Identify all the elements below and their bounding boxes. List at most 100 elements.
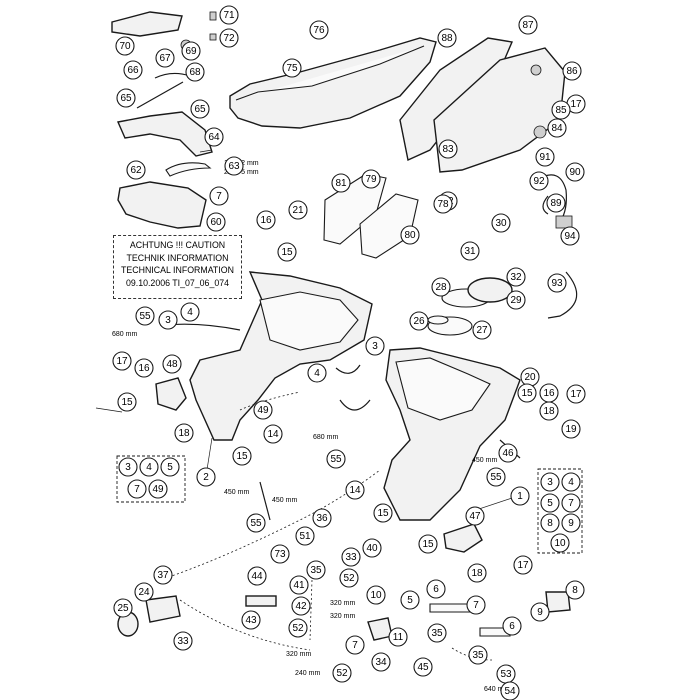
callout-circle bbox=[116, 88, 136, 108]
callout-circle bbox=[530, 602, 550, 622]
cable-89 bbox=[542, 195, 549, 215]
callout-c15c: 15 bbox=[232, 446, 252, 466]
callout-c1: 1 bbox=[510, 486, 530, 506]
callout-number: 35 bbox=[472, 650, 484, 661]
callout-number: 92 bbox=[533, 176, 545, 187]
callout-circle bbox=[513, 555, 533, 575]
callout-number: 83 bbox=[442, 144, 454, 155]
callout-number: 71 bbox=[223, 10, 235, 21]
callout-c53: 53 bbox=[496, 664, 516, 684]
callout-circle bbox=[270, 544, 290, 564]
callout-c76: 76 bbox=[309, 20, 329, 40]
callout-number: 79 bbox=[365, 174, 377, 185]
callout-number: 32 bbox=[510, 272, 522, 283]
callout-c86: 86 bbox=[562, 61, 582, 81]
callout-number: 34 bbox=[375, 657, 387, 668]
callout-number: 89 bbox=[550, 198, 562, 209]
callout-circle bbox=[180, 302, 200, 322]
callout-c2: 2 bbox=[196, 467, 216, 487]
callout-circle bbox=[546, 193, 566, 213]
callout-circle bbox=[500, 681, 520, 700]
callout-c55b: 55 bbox=[326, 449, 346, 469]
callout-c48: 48 bbox=[162, 354, 182, 374]
callout-circle bbox=[547, 118, 567, 138]
switch-43 bbox=[245, 595, 277, 607]
callout-circle bbox=[467, 563, 487, 583]
callout-c67: 67 bbox=[155, 48, 175, 68]
callout-c7c: 7 bbox=[345, 635, 365, 655]
callout-circle bbox=[540, 513, 560, 533]
pump-29 bbox=[467, 277, 513, 303]
callout-circle bbox=[365, 336, 385, 356]
cable-93 bbox=[547, 271, 578, 319]
callout-c43: 43 bbox=[241, 610, 261, 630]
caution-note: ACHTUNG !!! CAUTION TECHNIK INFORMATION … bbox=[113, 235, 242, 299]
callout-c14a: 14 bbox=[263, 424, 283, 444]
callout-circle bbox=[427, 623, 447, 643]
meas-320-a: 320 mm bbox=[330, 600, 355, 607]
part-housing-62 bbox=[117, 181, 207, 229]
callout-circle bbox=[491, 213, 511, 233]
callout-c15b: 15 bbox=[117, 392, 137, 412]
grommet-84 bbox=[533, 125, 547, 139]
callout-circle bbox=[518, 15, 538, 35]
callout-c14b: 14 bbox=[345, 480, 365, 500]
callout-c15e: 15 bbox=[373, 503, 393, 523]
callout-number: 17 bbox=[517, 560, 529, 571]
callout-circle bbox=[115, 36, 135, 56]
meas-680-left: 680 mm bbox=[112, 331, 137, 338]
callout-number: 18 bbox=[471, 568, 483, 579]
callout-number: 40 bbox=[366, 543, 378, 554]
callout-number: 52 bbox=[292, 623, 304, 634]
callout-circle bbox=[289, 575, 309, 595]
callout-c25: 25 bbox=[113, 598, 133, 618]
callout-circle bbox=[468, 645, 488, 665]
filter-24 bbox=[145, 595, 181, 623]
callout-circle bbox=[466, 595, 486, 615]
callout-circle bbox=[123, 60, 143, 80]
callout-number: 54 bbox=[504, 686, 516, 697]
callout-number: 21 bbox=[292, 205, 304, 216]
callout-c29: 29 bbox=[506, 290, 526, 310]
callout-number: 36 bbox=[316, 513, 328, 524]
callout-circle bbox=[547, 273, 567, 293]
callout-number: 35 bbox=[431, 628, 443, 639]
callout-circle bbox=[219, 5, 239, 25]
callout-number: 72 bbox=[223, 33, 235, 44]
callout-c28: 28 bbox=[431, 277, 451, 297]
callout-circle bbox=[517, 383, 537, 403]
callout-number: 2 bbox=[203, 472, 209, 483]
rod-66 bbox=[154, 72, 191, 79]
meas-450-b: 450 mm bbox=[272, 497, 297, 504]
callout-circle bbox=[312, 508, 332, 528]
callout-circle bbox=[562, 61, 582, 81]
fuel-tap-48 bbox=[155, 377, 187, 411]
callout-number: 49 bbox=[152, 484, 164, 495]
callout-c64: 64 bbox=[204, 127, 224, 147]
callout-circle bbox=[134, 358, 154, 378]
callout-circle bbox=[551, 100, 571, 120]
callout-number: 5 bbox=[547, 498, 553, 509]
callout-circle bbox=[155, 48, 175, 68]
callout-number: 60 bbox=[210, 217, 222, 228]
callout-number: 94 bbox=[564, 231, 576, 242]
callout-number: 31 bbox=[464, 246, 476, 257]
callout-c94: 94 bbox=[560, 226, 580, 246]
callout-circle bbox=[331, 173, 351, 193]
callout-number: 18 bbox=[178, 428, 190, 439]
callout-circle bbox=[465, 506, 485, 526]
callout-g_right_3: 3 bbox=[540, 472, 560, 492]
ring-26 bbox=[427, 315, 449, 325]
callout-circle bbox=[277, 242, 297, 262]
callout-c46: 46 bbox=[498, 443, 518, 463]
callout-number: 15 bbox=[521, 388, 533, 399]
callout-c6a: 6 bbox=[426, 579, 446, 599]
callout-circle bbox=[118, 457, 138, 477]
callout-circle bbox=[160, 457, 180, 477]
callout-circle bbox=[366, 585, 386, 605]
callout-circle bbox=[486, 467, 506, 487]
callout-c89: 89 bbox=[546, 193, 566, 213]
hose-55-left bbox=[164, 323, 241, 331]
callout-circle bbox=[409, 311, 429, 331]
callout-c26: 26 bbox=[409, 311, 429, 331]
